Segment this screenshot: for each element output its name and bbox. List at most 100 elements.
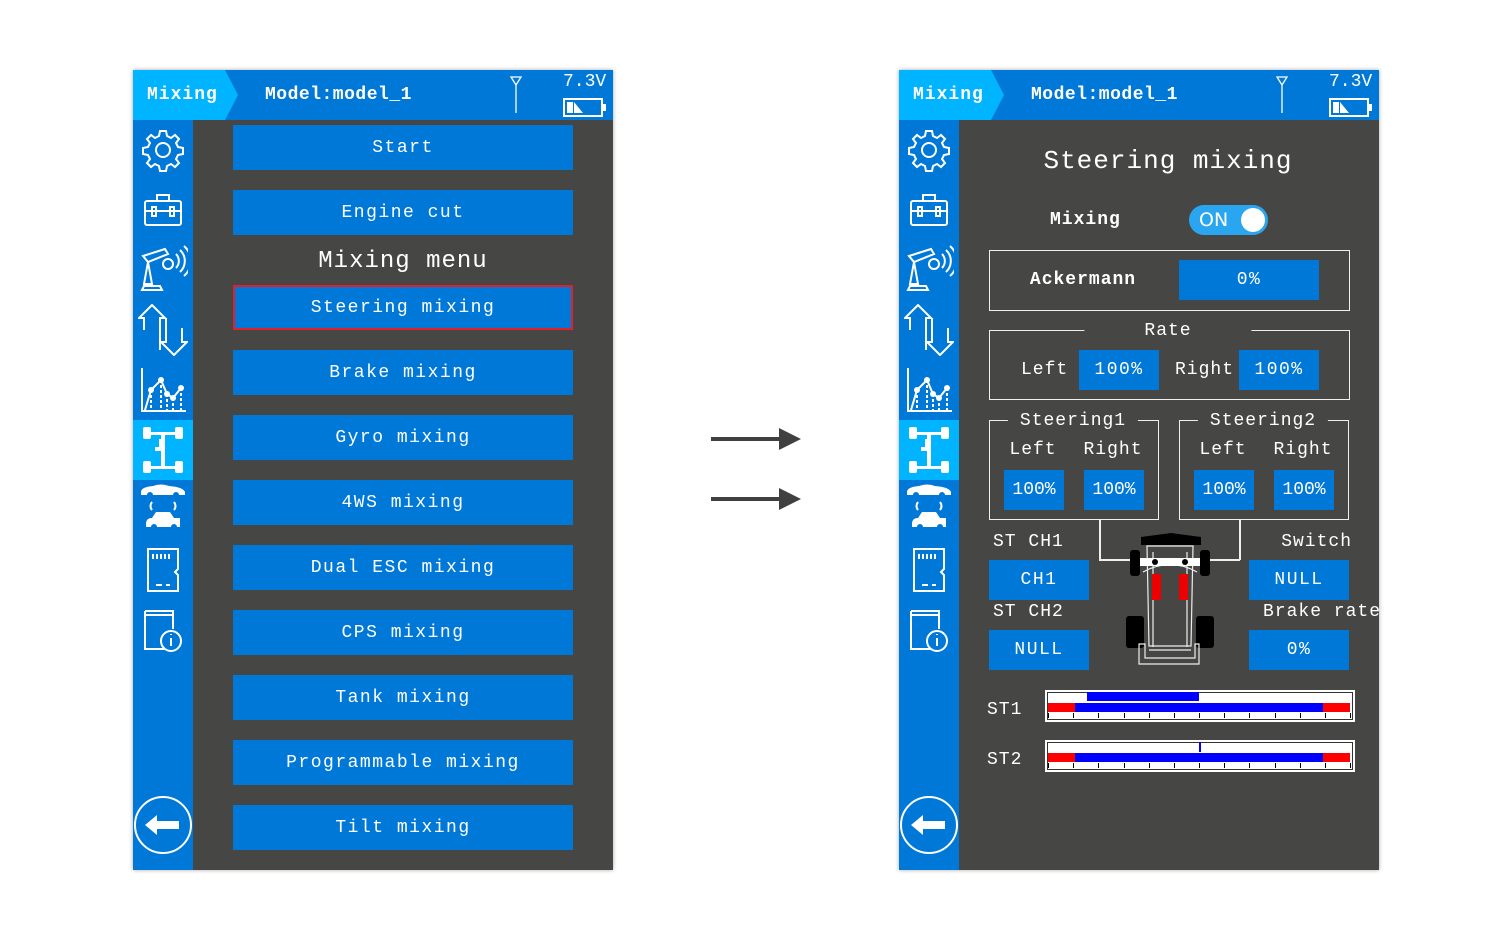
gear-icon[interactable] — [133, 120, 193, 180]
info-book-icon[interactable] — [899, 600, 959, 660]
transmitter-icon[interactable] — [899, 240, 959, 300]
rate-left-value[interactable]: 100% — [1079, 350, 1159, 390]
antenna-icon — [1275, 76, 1289, 113]
right-arrow-icon — [711, 428, 801, 450]
menu-gyro-mixing[interactable]: Gyro mixing — [233, 415, 573, 460]
header-bar: Mixing Model:model_1 7.3V — [133, 70, 613, 120]
connector-line — [1099, 520, 1101, 560]
mixing-tab[interactable]: Mixing — [899, 70, 1004, 120]
st1-tick — [1199, 713, 1200, 718]
mixing-tab[interactable]: Mixing — [133, 70, 238, 120]
st1-tick — [1148, 713, 1150, 718]
model-name: Model:model_1 — [1031, 85, 1178, 105]
st1-range — [1075, 703, 1323, 712]
steering1-right-value[interactable]: 100% — [1084, 470, 1144, 510]
brake-rate-value[interactable]: 0% — [1249, 630, 1349, 670]
menu-dual-esc-mixing[interactable]: Dual ESC mixing — [233, 545, 573, 590]
st1-tick — [1324, 713, 1326, 718]
reverse-arrows-icon[interactable] — [899, 300, 959, 360]
gear-icon[interactable] — [899, 120, 959, 180]
st1-limit-left — [1048, 703, 1076, 712]
ackermann-label: Ackermann — [1029, 270, 1137, 290]
back-arrow-icon[interactable] — [133, 790, 193, 860]
ackermann-value[interactable]: 0% — [1179, 260, 1319, 300]
transmitter-icon[interactable] — [133, 240, 193, 300]
tab-label: Mixing — [147, 85, 218, 105]
st-ch1-label: ST CH1 — [993, 532, 1064, 552]
page-title: Steering mixing — [1043, 146, 1293, 176]
info-book-icon[interactable] — [133, 600, 193, 660]
st2-tick — [1073, 763, 1075, 768]
st2-tick — [1123, 763, 1125, 768]
menu-tank-mixing[interactable]: Tank mixing — [233, 675, 573, 720]
menu-programmable-mixing[interactable]: Programmable mixing — [233, 740, 573, 785]
st2-tick — [1224, 763, 1226, 768]
steering-mixing-screen: Mixing Model:model_1 7.3V Steering mixin… — [899, 70, 1382, 870]
st1-tick — [1048, 713, 1049, 718]
connector-line — [1205, 559, 1240, 561]
st2-tick — [1324, 763, 1326, 768]
tab-label: Mixing — [913, 85, 984, 105]
toolbox-icon[interactable] — [133, 180, 193, 240]
st2-tick — [1173, 763, 1175, 768]
curve-chart-icon[interactable] — [133, 360, 193, 420]
st1-indicator — [1087, 692, 1199, 701]
st-ch2-label: ST CH2 — [993, 602, 1064, 622]
menu-engine-cut[interactable]: Engine cut — [233, 190, 573, 235]
mixing-menu-screen: Mixing Model:model_1 7.3V Start Engine c… — [133, 70, 613, 870]
st1-tick — [1073, 713, 1075, 718]
ackermann-group — [989, 250, 1350, 311]
battery-icon — [563, 98, 606, 117]
steering2-right-label: Right — [1273, 440, 1333, 460]
st2-tick — [1048, 763, 1049, 768]
sd-card-icon[interactable] — [899, 540, 959, 600]
chassis-mixing-icon[interactable] — [133, 420, 193, 480]
st1-tick — [1173, 713, 1175, 718]
right-arrow-icon — [711, 488, 801, 510]
menu-steering-mixing[interactable]: Steering mixing — [233, 285, 573, 330]
sd-card-icon[interactable] — [133, 540, 193, 600]
st1-tick — [1350, 713, 1351, 718]
steering2-left-value[interactable]: 100% — [1194, 470, 1254, 510]
voltage: 7.3V — [563, 72, 607, 92]
toggle-knob — [1241, 208, 1265, 232]
switch-value[interactable]: NULL — [1249, 560, 1349, 600]
antenna-icon — [509, 76, 523, 113]
st1-tick — [1249, 713, 1251, 718]
connector-line — [1099, 559, 1133, 561]
st-ch2-value[interactable]: NULL — [989, 630, 1089, 670]
car-switch-icon[interactable] — [133, 480, 193, 540]
brake-rate-label: Brake rate — [1263, 602, 1382, 622]
curve-chart-icon[interactable] — [899, 360, 959, 420]
menu-tilt-mixing[interactable]: Tilt mixing — [233, 805, 573, 850]
steering2-right-value[interactable]: 100% — [1274, 470, 1334, 510]
rate-right-label: Right — [1175, 360, 1235, 380]
rate-left-label: Left — [1021, 360, 1069, 380]
st2-tick — [1148, 763, 1150, 768]
switch-label: Switch — [1281, 532, 1352, 552]
rate-right-value[interactable]: 100% — [1239, 350, 1319, 390]
steering1-left-value[interactable]: 100% — [1004, 470, 1064, 510]
car-switch-icon[interactable] — [899, 480, 959, 540]
st1-tick — [1098, 713, 1100, 718]
st1-limit-right — [1322, 703, 1350, 712]
menu-4ws-mixing[interactable]: 4WS mixing — [233, 480, 573, 525]
st2-tick — [1274, 763, 1276, 768]
st2-limit-left — [1048, 753, 1076, 762]
chassis-mixing-icon[interactable] — [899, 420, 959, 480]
st2-indicator — [1199, 742, 1201, 752]
st1-bar — [1045, 690, 1355, 722]
mixing-toggle[interactable]: ON — [1189, 205, 1268, 235]
menu-start[interactable]: Start — [233, 125, 573, 170]
voltage: 7.3V — [1329, 72, 1373, 92]
menu-cps-mixing[interactable]: CPS mixing — [233, 610, 573, 655]
toolbox-icon[interactable] — [899, 180, 959, 240]
steering1-title: Steering1 — [1007, 411, 1139, 431]
connector-line — [1239, 520, 1241, 560]
menu-brake-mixing[interactable]: Brake mixing — [233, 350, 573, 395]
st2-limit-right — [1322, 753, 1350, 762]
rate-title: Rate — [1084, 321, 1252, 341]
reverse-arrows-icon[interactable] — [133, 300, 193, 360]
back-arrow-icon[interactable] — [899, 790, 959, 860]
st-ch1-value[interactable]: CH1 — [989, 560, 1089, 600]
